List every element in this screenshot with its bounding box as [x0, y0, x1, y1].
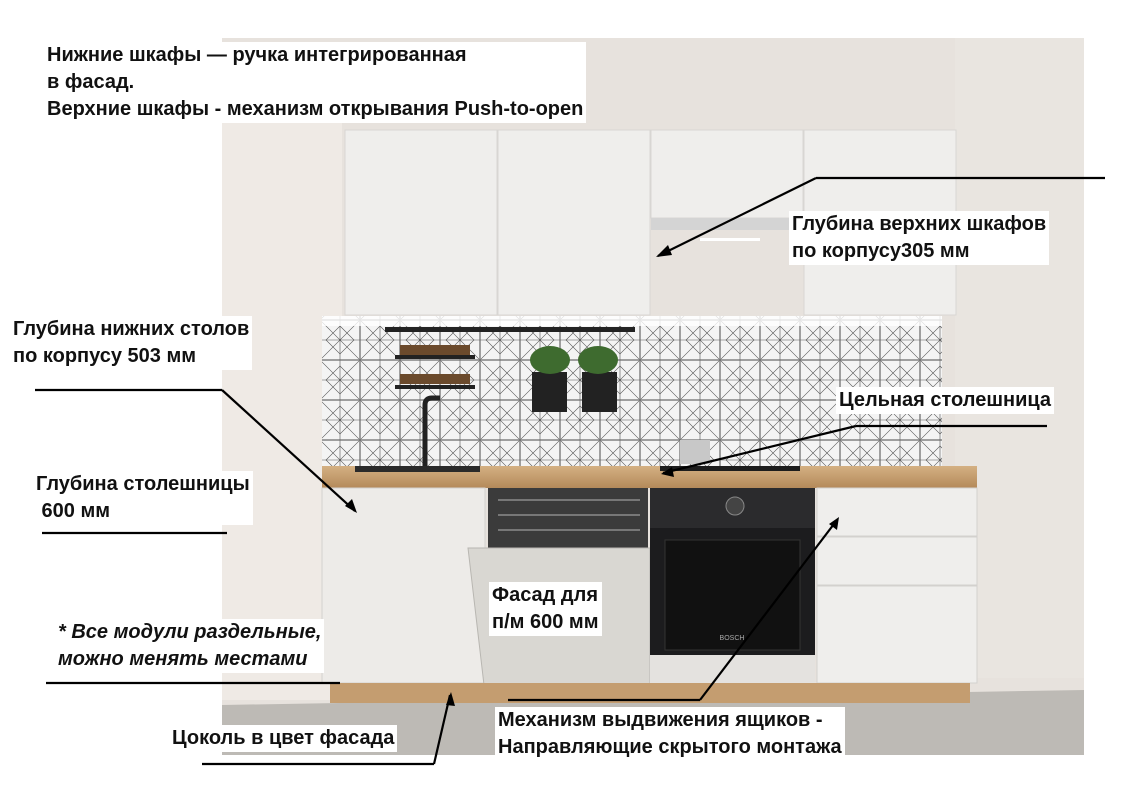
modules-note: * Все модули раздельные, можно менять ме…: [55, 619, 325, 673]
upper-depth-line-2: по корпусу305 мм: [792, 240, 970, 262]
pot: [680, 440, 710, 464]
handles-line-3: Верхние шкафы - механизм открывания Push…: [47, 98, 584, 120]
wall-rail: [385, 327, 635, 412]
countertop: [322, 466, 977, 488]
dishwasher-facade-note: Фасад для п/м 600 мм: [489, 582, 602, 636]
plinth-note: Цоколь в цвет фасада: [169, 725, 398, 752]
countertop-depth-note: Глубина столешницы 600 мм: [33, 471, 253, 525]
handles-line-1: Нижние шкафы — ручка интегрированная: [47, 44, 467, 66]
countertop-depth-line-1: Глубина столешницы: [36, 473, 250, 495]
plinth-line-1: Цоколь в цвет фасада: [172, 727, 395, 749]
lower-depth-line-2: по корпусу 503 мм: [13, 345, 197, 367]
countertop-solid-line-1: Цельная столешница: [839, 389, 1052, 411]
drawers-note: Механизм выдвижения ящиков - Направляющи…: [495, 707, 845, 761]
countertop-solid-note: Цельная столешница: [836, 387, 1055, 414]
modules-line-2: можно менять местами: [58, 648, 308, 670]
handles-line-2: в фасад.: [47, 71, 135, 93]
dishwasher-facade-line-2: п/м 600 мм: [492, 611, 599, 633]
cooktop: [660, 466, 800, 471]
leader-lines: [35, 176, 1105, 766]
upper-depth-note: Глубина верхних шкафов по корпусу305 мм: [789, 211, 1050, 265]
faucet: [422, 395, 440, 466]
arrowheads: [345, 245, 839, 706]
lower-depth-note: Глубина нижних столов по корпусу 503 мм: [10, 316, 253, 370]
drawers-line-1: Механизм выдвижения ящиков -: [498, 709, 823, 731]
dishwasher-facade-line-1: Фасад для: [492, 584, 599, 606]
plinth: [330, 683, 970, 703]
sink: [355, 466, 480, 472]
lower-depth-line-1: Глубина нижних столов: [13, 318, 250, 340]
brand-logo: BOSCH: [720, 635, 745, 642]
handles-note: Нижние шкафы — ручка интегрированная в ф…: [44, 42, 587, 123]
countertop-depth-line-2: 600 мм: [36, 500, 111, 522]
range-hood: [651, 218, 803, 230]
drawers-line-2: Направляющие скрытого монтажа: [498, 736, 842, 758]
modules-line-1: * Все модули раздельные,: [58, 621, 322, 643]
upper-depth-line-1: Глубина верхних шкафов: [792, 213, 1047, 235]
